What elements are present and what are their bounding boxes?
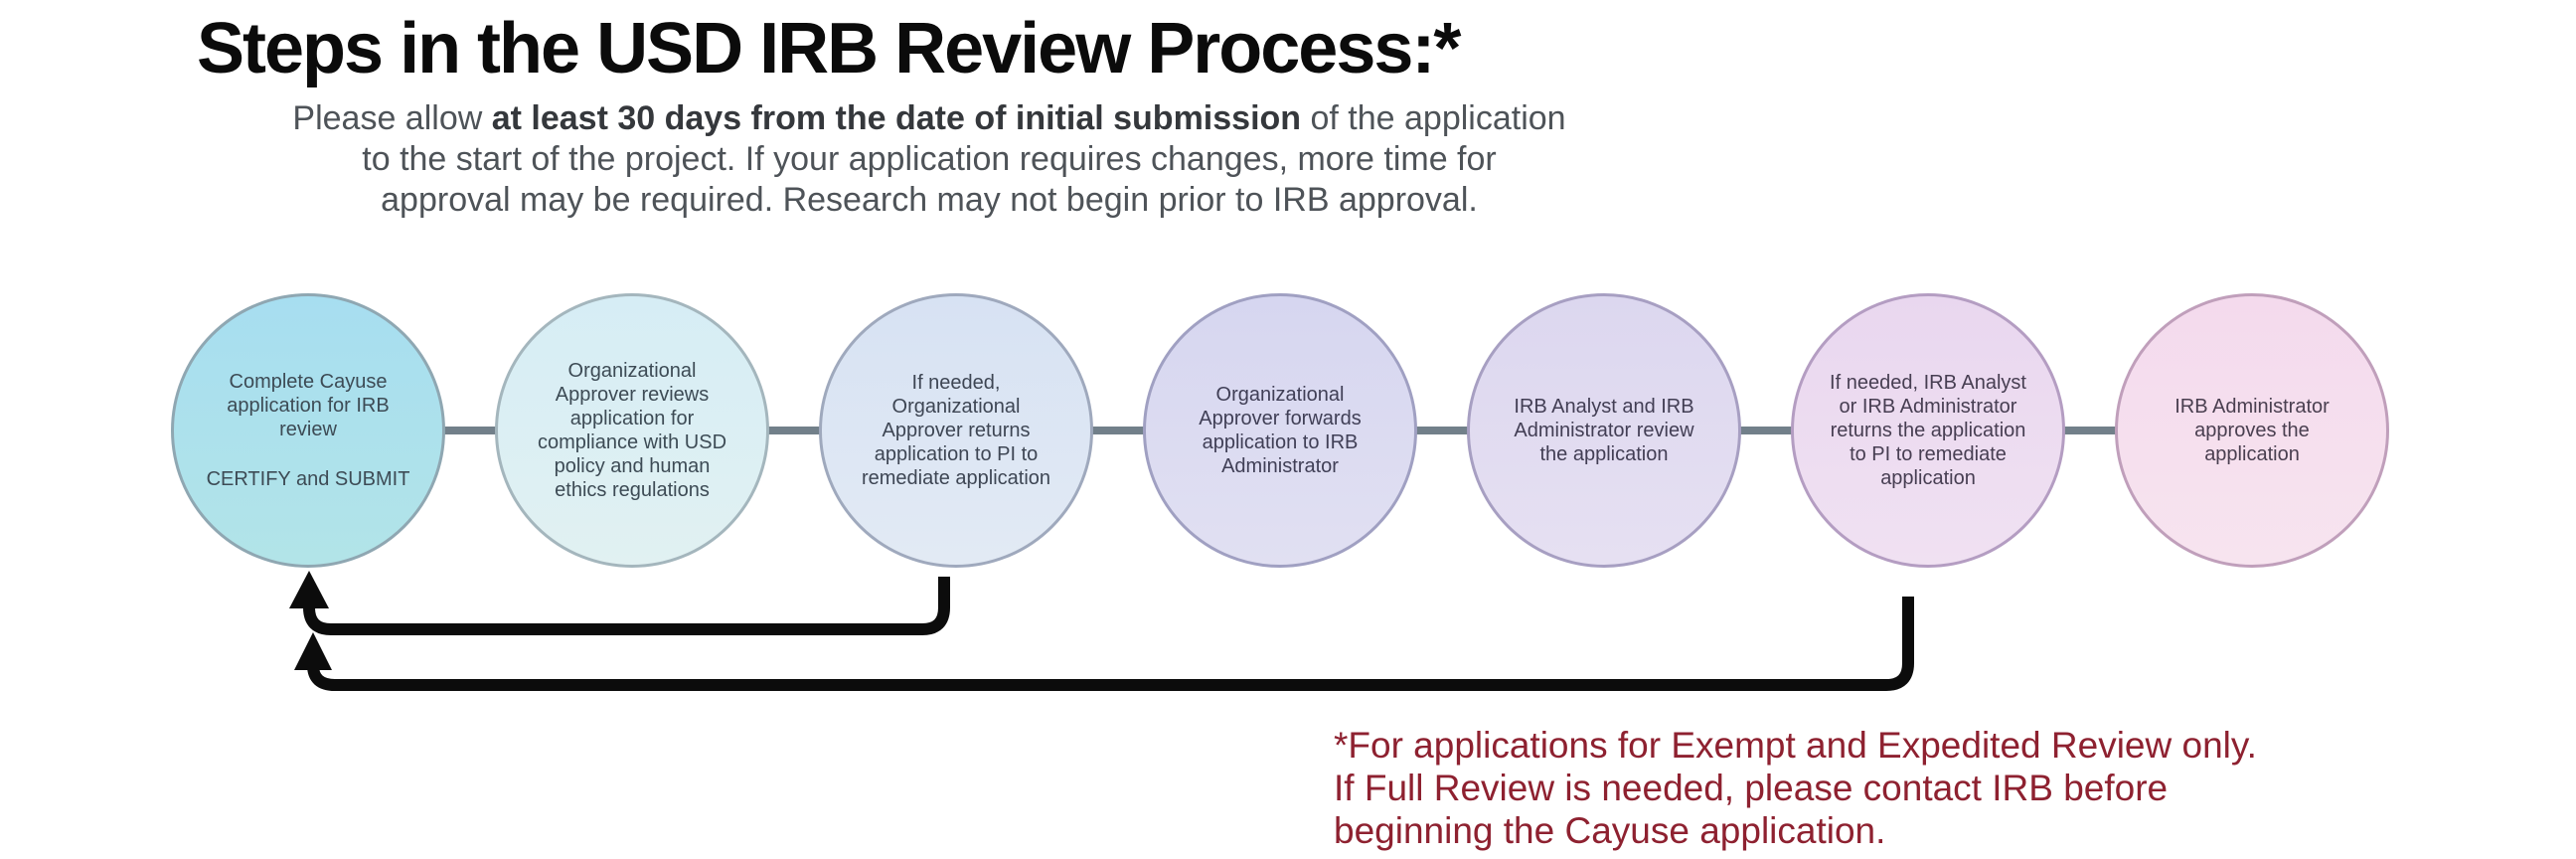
subtitle-bold-text: at least 30 days from the date of initia… bbox=[491, 99, 1302, 137]
arrowhead-icon bbox=[294, 632, 332, 670]
connector-line bbox=[751, 427, 837, 434]
footnote-line-1: *For applications for Exempt and Expedit… bbox=[1334, 725, 2257, 766]
footnote-line-2: If Full Review is needed, please contact… bbox=[1334, 768, 2169, 808]
connector-line bbox=[1399, 427, 1485, 434]
step-label: IRB Administrator approves the applicati… bbox=[2174, 396, 2330, 465]
subtitle-line-2: to the start of the project. If your app… bbox=[362, 140, 1497, 178]
step-circle-2: Organizational Approver reviews applicat… bbox=[495, 293, 769, 568]
return-arrow-step3-to-step1 bbox=[289, 571, 950, 635]
step-sublabel: CERTIFY and SUBMIT bbox=[206, 468, 410, 490]
page-title: Steps in the USD IRB Review Process:* bbox=[197, 9, 1461, 88]
step-label: Complete Cayuse application for IRB revi… bbox=[227, 371, 390, 440]
step-label: If needed, IRB Analyst or IRB Administra… bbox=[1830, 372, 2026, 489]
step-circle-7: IRB Administrator approves the applicati… bbox=[2115, 293, 2389, 568]
connector-line bbox=[2047, 427, 2133, 434]
step-circle-5: IRB Analyst and IRB Administrator review… bbox=[1467, 293, 1741, 568]
footnote: *For applications for Exempt and Expedit… bbox=[1334, 724, 2257, 852]
subtitle-line-1: Please allow at least 30 days from the d… bbox=[189, 98, 1670, 139]
step-circle-1: Complete Cayuse application for IRB revi… bbox=[171, 293, 445, 568]
connector-line bbox=[1723, 427, 1809, 434]
footnote-line-3: beginning the Cayuse application. bbox=[1334, 810, 1886, 851]
step-circle-4: Organizational Approver forwards applica… bbox=[1143, 293, 1417, 568]
subtitle: Please allow at least 30 days from the d… bbox=[189, 98, 1670, 221]
arrowhead-icon bbox=[289, 571, 329, 608]
step-label: IRB Analyst and IRB Administrator review… bbox=[1514, 396, 1694, 465]
connector-line bbox=[427, 427, 513, 434]
subtitle-text: Please allow bbox=[292, 99, 492, 137]
step-label: Organizational Approver forwards applica… bbox=[1199, 384, 1362, 477]
step-label: If needed, Organizational Approver retur… bbox=[861, 372, 1051, 489]
subtitle-line-3: approval may be required. Research may n… bbox=[381, 181, 1478, 219]
subtitle-text: of the application bbox=[1301, 99, 1566, 137]
step-circle-6: If needed, IRB Analyst or IRB Administra… bbox=[1791, 293, 2065, 568]
step-circle-3: If needed, Organizational Approver retur… bbox=[819, 293, 1093, 568]
return-arrow-step6-to-step1 bbox=[294, 597, 1914, 691]
step-label: Organizational Approver reviews applicat… bbox=[537, 360, 727, 501]
connector-line bbox=[1075, 427, 1161, 434]
